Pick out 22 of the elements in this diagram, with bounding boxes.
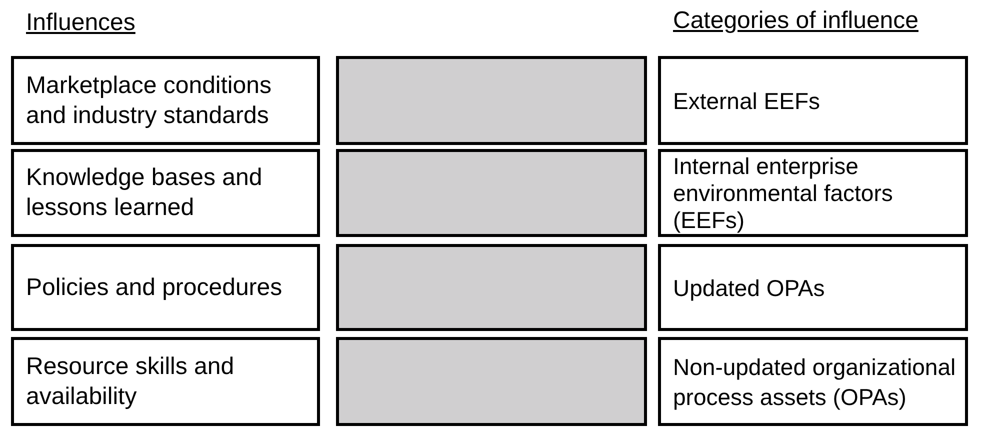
influence-box <box>11 56 320 145</box>
category-text: Non-updated organizational process assets (OPAs) <box>672 352 957 412</box>
category-box <box>658 244 968 331</box>
category-box <box>658 56 968 145</box>
influence-text: Marketplace conditions and industry standards <box>25 70 272 130</box>
answer-box <box>336 56 647 145</box>
influence-text: Policies and procedures <box>25 272 284 302</box>
influence-text: Resource skills and availability <box>25 352 236 412</box>
influence-box <box>11 149 320 237</box>
influence-box <box>11 244 320 331</box>
column-heading: Influences <box>26 9 136 37</box>
answer-box <box>336 244 647 331</box>
answer-box <box>336 149 647 237</box>
influence-box <box>11 337 320 426</box>
category-box <box>658 337 968 426</box>
category-box <box>658 149 968 237</box>
category-text: Updated OPAs <box>672 274 825 302</box>
category-text: External EEFs <box>672 86 820 116</box>
influence-text: Knowledge bases and lessons learned <box>25 163 264 223</box>
column-heading: Categories of influence <box>673 7 918 35</box>
answer-box <box>336 337 647 426</box>
category-text: Internal enterprise environmental factors (EEFs) <box>672 152 894 234</box>
